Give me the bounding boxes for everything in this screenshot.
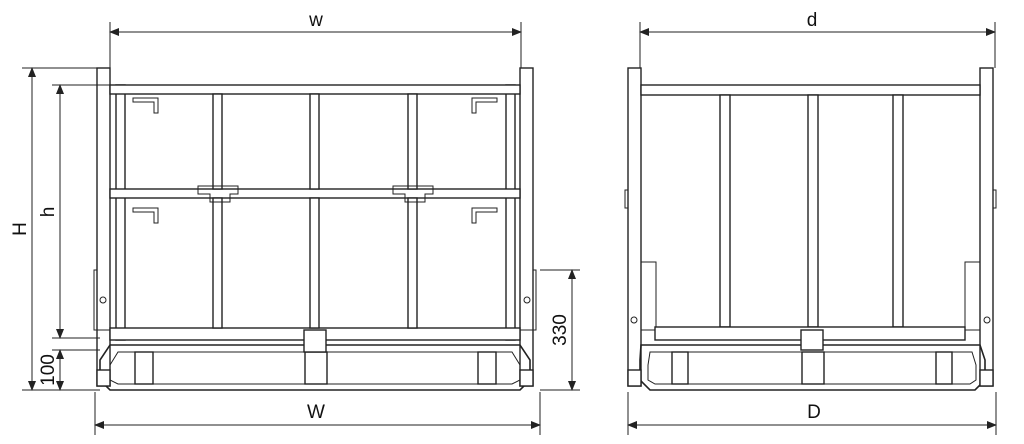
right-post (979, 67, 994, 387)
bar (309, 93, 320, 190)
dimension-100: 100 (38, 354, 59, 386)
dimension-h: h (38, 207, 59, 218)
middle-rail (109, 188, 521, 199)
front-view (93, 67, 537, 391)
top-rail (109, 84, 521, 95)
dimension-H: H (10, 222, 31, 236)
bar (309, 197, 320, 329)
bar (212, 93, 223, 190)
bar (212, 197, 223, 329)
bar (407, 93, 418, 190)
side-dimensions: d D (627, 10, 997, 435)
bar (892, 94, 904, 328)
left-inner-upright (115, 84, 126, 341)
base-tray (99, 344, 531, 391)
front-dimensions: w W H h 100 330 (10, 10, 580, 435)
dimension-330: 330 (550, 314, 571, 346)
left-post (627, 67, 642, 387)
top-rail (640, 84, 981, 96)
dimension-w: w (308, 10, 323, 31)
dimension-D: D (807, 402, 821, 423)
bar (407, 197, 418, 329)
bar (807, 94, 819, 328)
dimension-W: W (307, 402, 325, 423)
right-post (519, 67, 534, 387)
base-tray (639, 344, 986, 391)
dimension-d: d (807, 10, 818, 31)
side-view (624, 67, 997, 391)
bar (719, 94, 731, 328)
right-inner-upright (505, 84, 516, 341)
